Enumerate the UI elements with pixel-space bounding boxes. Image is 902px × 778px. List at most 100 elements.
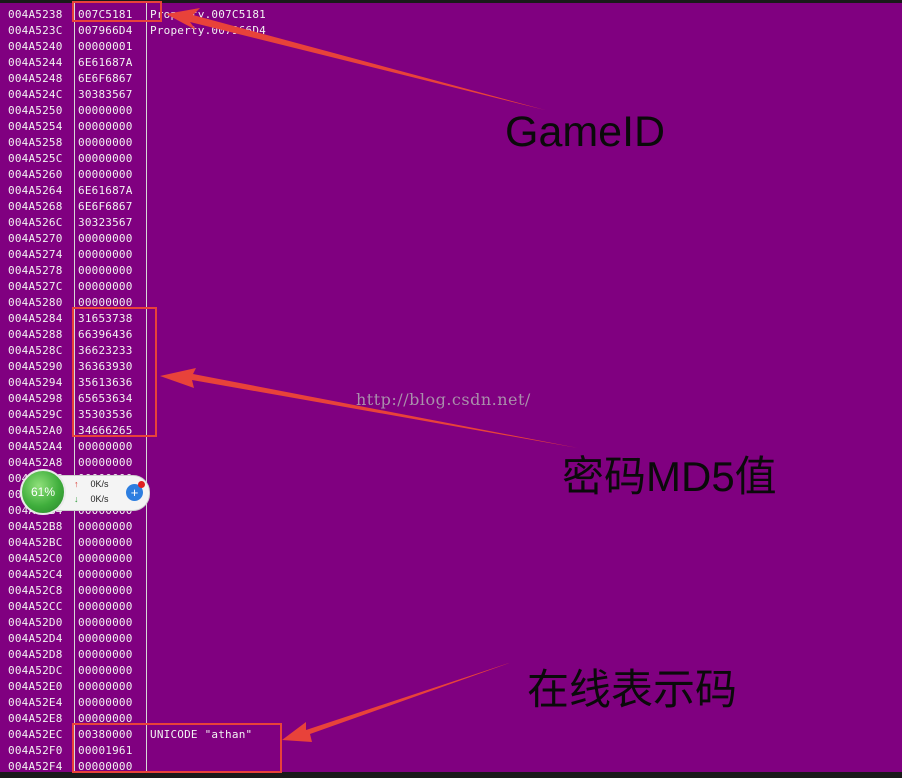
dump-address: 004A5280 <box>8 296 63 309</box>
dump-value: 00000000 <box>78 584 133 597</box>
password-md5-annotation: 密码MD5值 <box>562 453 777 500</box>
column-separator-value <box>146 3 147 773</box>
dump-value: 00000000 <box>78 648 133 661</box>
dump-address: 004A52F0 <box>8 744 63 757</box>
dump-value: 36623233 <box>78 344 133 357</box>
expand-plus-icon[interactable]: + <box>126 484 143 501</box>
blog-watermark: http://blog.csdn.net/ <box>356 390 531 409</box>
dump-address: 004A52F4 <box>8 760 63 773</box>
dump-address: 004A5254 <box>8 120 63 133</box>
dump-row[interactable]: 004A5280 00000000 <box>4 295 902 311</box>
dump-value: 00000000 <box>78 280 133 293</box>
dump-address: 004A5288 <box>8 328 63 341</box>
dump-address: 004A5238 <box>8 8 63 21</box>
dump-row[interactable]: 004A52BC 00000000 <box>4 535 902 551</box>
dump-value: 35613636 <box>78 376 133 389</box>
dump-address: 004A52BC <box>8 536 63 549</box>
dump-value: 00000000 <box>78 536 133 549</box>
dump-value: 00000000 <box>78 632 133 645</box>
dump-value: 00000000 <box>78 552 133 565</box>
dump-row[interactable]: 004A5298 65653634 <box>4 391 902 407</box>
dump-value: 00000000 <box>78 664 133 677</box>
dump-address: 004A524C <box>8 88 63 101</box>
dump-row[interactable]: 004A52E4 00000000 <box>4 695 902 711</box>
usage-percent-badge[interactable]: 61% <box>20 469 66 515</box>
dump-value: 00000000 <box>78 264 133 277</box>
dump-row[interactable]: 004A52F4 00000000 <box>4 759 902 773</box>
dump-value: 00000000 <box>78 760 133 773</box>
upload-speed-value: 0K/s <box>90 479 109 489</box>
dump-row[interactable]: 004A5250 00000000 <box>4 103 902 119</box>
dump-value: 6E61687A <box>78 56 133 69</box>
dump-address: 004A52E4 <box>8 696 63 709</box>
dump-value: 00000000 <box>78 696 133 709</box>
dump-address: 004A52C8 <box>8 584 63 597</box>
download-speed-value: 0K/s <box>90 494 109 504</box>
dump-address: 004A5274 <box>8 248 63 261</box>
dump-address: 004A52D4 <box>8 632 63 645</box>
dump-value: 30323567 <box>78 216 133 229</box>
dump-value: 65653634 <box>78 392 133 405</box>
dump-value: 00000000 <box>78 456 133 469</box>
dump-address: 004A52C4 <box>8 568 63 581</box>
dump-row[interactable]: 004A52C8 00000000 <box>4 583 902 599</box>
dump-address: 004A5298 <box>8 392 63 405</box>
dump-value: 6E61687A <box>78 184 133 197</box>
dump-value: 00000001 <box>78 40 133 53</box>
dump-value: 00380000 <box>78 728 133 741</box>
dump-value: 00000000 <box>78 600 133 613</box>
dump-value: 00000000 <box>78 568 133 581</box>
online-code-annotation: 在线表示码 <box>527 666 738 713</box>
dump-address: 004A5260 <box>8 168 63 181</box>
dump-row[interactable]: 004A52D4 00000000 <box>4 631 902 647</box>
dump-row[interactable]: 004A526C 30323567 <box>4 215 902 231</box>
dump-address: 004A526C <box>8 216 63 229</box>
dump-address: 004A528C <box>8 344 63 357</box>
dump-address: 004A5258 <box>8 136 63 149</box>
network-speed-widget[interactable]: 61% ↑0K/s ↓0K/s + <box>20 469 150 515</box>
dump-value: 00000000 <box>78 616 133 629</box>
dump-value: 00000000 <box>78 296 133 309</box>
dump-comment: Property.007C5181 <box>150 8 266 21</box>
dump-value: 00000000 <box>78 104 133 117</box>
dump-row[interactable]: 004A52C4 00000000 <box>4 567 902 583</box>
upload-arrow-icon: ↑ <box>74 479 79 489</box>
dump-row[interactable]: 004A528C 36623233 <box>4 343 902 359</box>
dump-address: 004A5250 <box>8 104 63 117</box>
dump-address: 004A523C <box>8 24 63 37</box>
dump-value: 00000000 <box>78 440 133 453</box>
